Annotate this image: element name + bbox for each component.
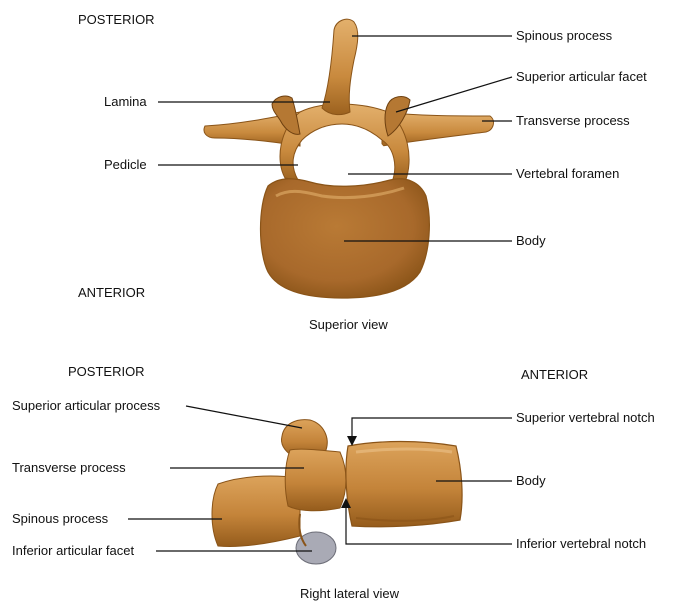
- spinous-process-shape: [322, 19, 358, 114]
- caption-superior-view: Superior view: [309, 317, 388, 333]
- label-inferior-articular-facet: Inferior articular facet: [12, 543, 134, 559]
- leader-superior-articular-process: [186, 406, 302, 428]
- lateral-body-shape: [346, 442, 462, 527]
- label-transverse-process: Transverse process: [516, 113, 630, 129]
- label-inferior-vertebral-notch: Inferior vertebral notch: [516, 536, 646, 552]
- orientation-anterior-top: ANTERIOR: [78, 285, 145, 301]
- label-transverse-process-lateral: Transverse process: [12, 460, 126, 476]
- orientation-anterior-lateral: ANTERIOR: [521, 367, 588, 383]
- caption-right-lateral-view: Right lateral view: [300, 586, 399, 602]
- label-body-lateral: Body: [516, 473, 546, 489]
- leader-superior-vertebral-notch: [352, 418, 512, 438]
- leader-superior-articular-facet: [396, 77, 512, 112]
- lateral-pedicle-shape: [285, 449, 346, 511]
- label-spinous-process-lateral: Spinous process: [12, 511, 108, 527]
- superior-view-bone: [204, 19, 493, 298]
- label-vertebral-foramen: Vertebral foramen: [516, 166, 619, 182]
- lateral-view-bone: [212, 420, 462, 564]
- label-pedicle: Pedicle: [104, 157, 147, 173]
- label-superior-vertebral-notch: Superior vertebral notch: [516, 410, 655, 426]
- label-superior-articular-facet: Superior articular facet: [516, 69, 647, 85]
- label-superior-articular-process: Superior articular process: [12, 398, 160, 414]
- label-lamina: Lamina: [104, 94, 147, 110]
- label-body: Body: [516, 233, 546, 249]
- label-spinous-process: Spinous process: [516, 28, 612, 44]
- orientation-posterior-top: POSTERIOR: [78, 12, 155, 28]
- orientation-posterior-lateral: POSTERIOR: [68, 364, 145, 380]
